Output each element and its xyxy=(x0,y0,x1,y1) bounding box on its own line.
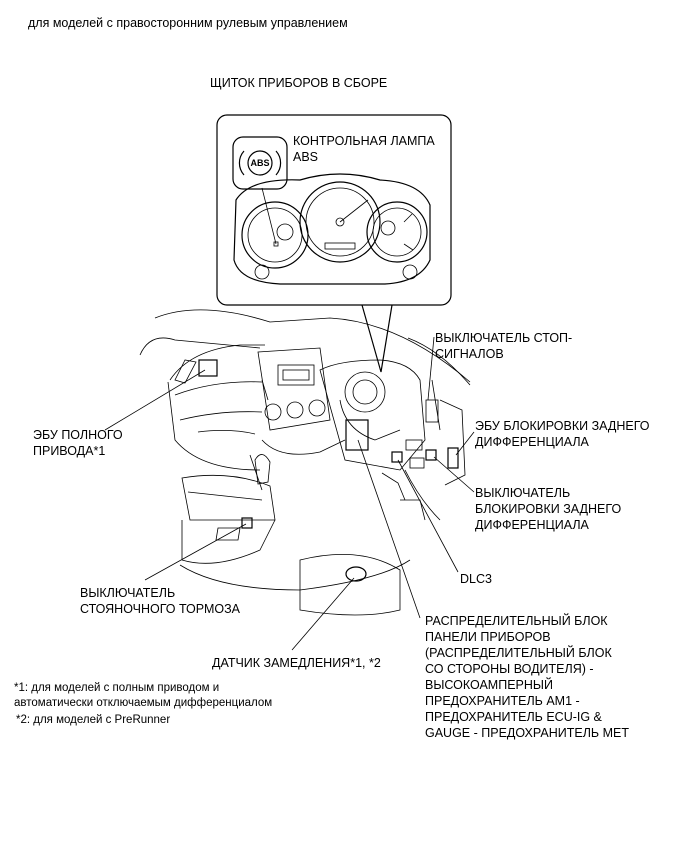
footnote-2: *2: для моделей с PreRunner xyxy=(16,714,171,726)
dlc3-part xyxy=(391,451,403,463)
diff-lock-ecu-label: ЭБУ БЛОКИРОВКИ ЗАДНЕГО ДИФФЕРЕНЦИАЛА xyxy=(475,419,650,449)
diff-lock-switch-part xyxy=(425,449,437,461)
diff-lock-switch-label: ВЫКЛЮЧАТЕЛЬ БЛОКИРОВКИ ЗАДНЕГО ДИФФЕРЕНЦ… xyxy=(475,486,622,532)
cluster-callout-pointer xyxy=(361,304,393,373)
leader-lines xyxy=(104,336,475,651)
junction-block-label: РАСПРЕДЕЛИТЕЛЬНЫЙ БЛОК ПАНЕЛИ ПРИБОРОВ (… xyxy=(425,614,629,740)
four-wd-ecu-label: ЭБУ ПОЛНОГО ПРИВОДА*1 xyxy=(33,428,123,458)
parking-brake-switch-part xyxy=(241,517,253,529)
abs-lamp-icon xyxy=(232,136,288,190)
dashboard-outline xyxy=(139,309,471,616)
parking-brake-switch-label: ВЫКЛЮЧАТЕЛЬ СТОЯНОЧНОГО ТОРМОЗА xyxy=(80,586,240,616)
decel-sensor-part xyxy=(345,566,367,582)
junction-block-part xyxy=(345,419,369,451)
abs-lamp-leader xyxy=(261,187,277,245)
cluster-title: ЩИТОК ПРИБОРОВ В СБОРЕ xyxy=(210,76,388,90)
decel-sensor-label: ДАТЧИК ЗАМЕДЛЕНИЯ*1, *2 xyxy=(212,656,381,670)
abs-badge: ABS xyxy=(250,158,270,168)
instrument-cluster-drawing xyxy=(233,173,431,285)
four-wd-ecu-part xyxy=(198,359,218,377)
scope-note: для моделей с правосторонним рулевым упр… xyxy=(28,16,348,30)
cluster-callout-box xyxy=(216,114,452,306)
stop-switch-label: ВЫКЛЮЧАТЕЛЬ СТОП- СИГНАЛОВ xyxy=(435,331,573,361)
abs-lamp-label: КОНТРОЛЬНАЯ ЛАМПА ABS xyxy=(293,134,435,164)
footnote-1: *1: для моделей с полным приводом и авто… xyxy=(14,682,273,709)
diff-lock-ecu-part xyxy=(447,447,459,469)
dlc3-label: DLC3 xyxy=(460,572,492,586)
